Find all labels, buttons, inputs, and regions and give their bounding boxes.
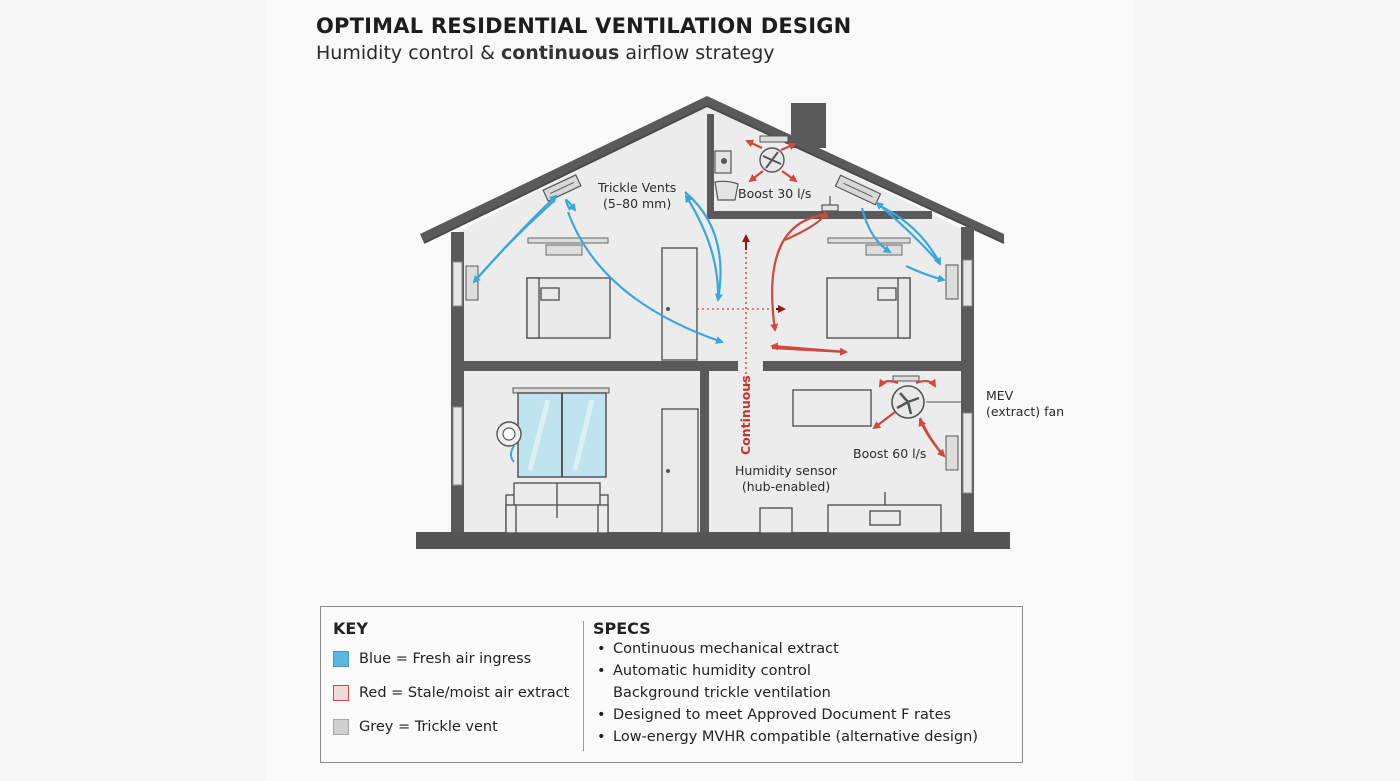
subtitle-post: airflow strategy: [619, 42, 775, 64]
side-vent-right: [945, 264, 959, 300]
wall-vent-left: [545, 244, 583, 256]
red-swatch: [333, 685, 349, 701]
key-item-trickle-label: Grey = Trickle vent: [359, 719, 498, 735]
mev-label: MEV (extract) fan: [986, 388, 1064, 420]
first-floor-right: [763, 361, 968, 371]
subtitle-pre: Humidity control &: [316, 42, 501, 64]
boost-30-label: Boost 30 l/s: [738, 186, 812, 201]
spec-line-3-text: Background trickle ventilation: [613, 685, 831, 701]
blue-swatch: [333, 651, 349, 667]
window-right-upper: [962, 259, 973, 307]
ground-partition: [700, 371, 709, 533]
trickle-vent-roof-left: [542, 174, 582, 202]
bed-right: [826, 277, 911, 339]
spec-line-2: •Automatic humidity control: [597, 663, 811, 679]
bathroom-sink: [821, 196, 839, 212]
boost-60-label: Boost 60 l/s: [853, 446, 927, 461]
spec-line-2-text: Automatic humidity control: [613, 663, 811, 679]
bathroom-fan: [759, 135, 789, 173]
continuous-label: Continuous: [738, 375, 753, 455]
mev-label-line2: (extract) fan: [986, 404, 1065, 419]
mev-label-line1: MEV: [986, 388, 1014, 403]
kitchen-cabinet: [792, 389, 872, 427]
kitchen-bin: [759, 507, 793, 534]
bed-left: [526, 277, 611, 339]
mev-fan: [891, 375, 961, 419]
first-floor-left: [458, 361, 738, 371]
door-upstairs-knob: [666, 307, 670, 311]
humidity-sensor-device: [496, 421, 522, 463]
page-subtitle: Humidity control & continuous airflow st…: [316, 42, 775, 64]
door-upstairs: [661, 247, 698, 361]
fresh-air-arrows: [472, 191, 946, 344]
specs-title: SPECS: [593, 619, 651, 638]
spec-line-4-text: Designed to meet Approved Document F rat…: [613, 707, 952, 723]
kitchen-counter: [827, 492, 942, 534]
key-item-fresh-label: Blue = Fresh air ingress: [359, 651, 532, 667]
stale-air-arrows: [745, 139, 946, 458]
spec-line-5: •Low-energy MVHR compatible (alternative…: [597, 729, 979, 745]
spec-line-1: •Continuous mechanical extract: [597, 641, 839, 657]
side-vent-left: [465, 265, 479, 301]
sofa: [505, 482, 609, 534]
window-right-lower: [962, 412, 973, 494]
roof-edge: [423, 104, 1005, 244]
shelf-right: [827, 237, 911, 244]
side-vent-kitchen: [945, 435, 959, 471]
window-left-lower: [452, 406, 463, 486]
humidity-sensor-label-line1: Humidity sensor: [735, 463, 838, 478]
spec-line-4: •Designed to meet Approved Document F ra…: [597, 707, 952, 723]
page-title: OPTIMAL RESIDENTIAL VENTILATION DESIGN: [316, 14, 852, 38]
subtitle-emphasis: continuous: [500, 42, 620, 64]
trickle-vents-label-line2: (5–80 mm): [603, 196, 672, 211]
humidity-sensor-label: Humidity sensor (hub-enabled): [735, 463, 837, 495]
door-living-knob: [666, 469, 670, 473]
living-window: [517, 392, 607, 478]
spec-line-1-text: Continuous mechanical extract: [613, 641, 839, 657]
toilet-flush: [721, 158, 727, 164]
legend-panel: KEY Blue = Fresh air ingress Red = Stale…: [320, 606, 1023, 763]
key-item-stale: Red = Stale/moist air extract: [333, 685, 569, 701]
humidity-sensor-label-line2: (hub-enabled): [741, 479, 831, 494]
grey-swatch: [333, 719, 349, 735]
legend-divider: [583, 621, 584, 751]
shelf-left: [527, 237, 609, 244]
trickle-vents-label-line1: Trickle Vents: [598, 180, 677, 195]
key-title: KEY: [333, 619, 368, 638]
window-left-upper: [452, 261, 463, 307]
trickle-vents-label: Trickle Vents (5–80 mm): [598, 180, 676, 212]
spec-line-3: Background trickle ventilation: [597, 685, 831, 701]
ground-slab: [416, 532, 1010, 549]
trickle-vent-roof-right: [834, 174, 882, 206]
key-item-fresh: Blue = Fresh air ingress: [333, 651, 531, 667]
key-item-stale-label: Red = Stale/moist air extract: [359, 685, 570, 701]
key-item-trickle: Grey = Trickle vent: [333, 719, 498, 735]
spec-line-5-text: Low-energy MVHR compatible (alternative …: [613, 729, 979, 745]
